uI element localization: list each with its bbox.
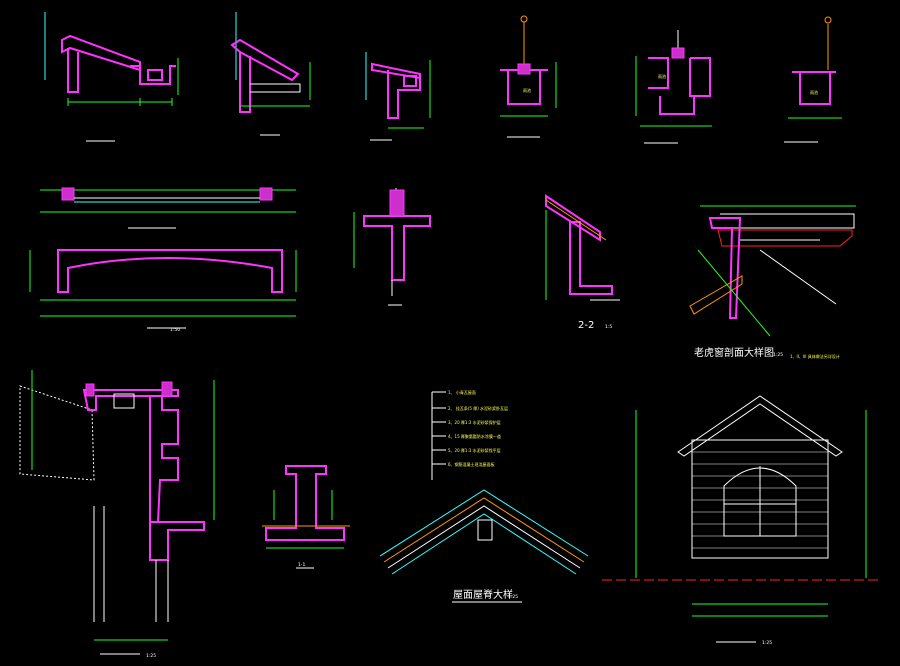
- section-label-1-1: 1-1: [298, 562, 305, 568]
- ridge-note-3: 3、20 厚1:3 水泥砂浆保护层: [448, 419, 501, 425]
- section-label-2-2: 2-2: [578, 320, 594, 331]
- eave-section-2-2: 2-2 1:5: [545, 194, 620, 331]
- ridge-note-5: 5、20 厚1:3 水泥砂浆找平层: [448, 447, 501, 453]
- pool-label-2: 雨池: [658, 73, 666, 79]
- ridge-detail: 1、 小青瓦屋面 2、 挂瓦条(5 厚) 水泥砂浆卧瓦层 3、20 厚1:3 水…: [379, 389, 589, 603]
- scale-label-beam: 1:50: [170, 327, 180, 333]
- gutter-detail-6: 雨池: [784, 16, 842, 143]
- gutter-detail-2: [230, 12, 311, 136]
- gutter-detail-5: 雨池: [635, 30, 712, 144]
- scale-label-elevation: 1:25: [762, 640, 772, 646]
- ridge-note-1: 1、 小青瓦屋面: [448, 389, 476, 395]
- parapet-section-1-1: 1-1: [262, 465, 350, 569]
- scale-label-2-2: 1:5: [605, 324, 612, 330]
- ridge-note-2: 2、 挂瓦条(5 厚) 水泥砂浆卧瓦层: [448, 405, 508, 411]
- ridge-note-4: 4、15 厚聚氨酯防水涂膜一道: [448, 433, 501, 439]
- dormer-scale: 1:25: [773, 352, 783, 358]
- dormer-note: 1、II、III 具体做法另详设计: [790, 353, 840, 359]
- gutter-detail-3: [365, 52, 431, 141]
- scale-label-wall: 1:25: [146, 653, 156, 659]
- pool-label-1: 雨池: [523, 87, 531, 93]
- cornice-section-b: [353, 188, 431, 306]
- pool-label-3: 雨池: [810, 89, 818, 95]
- gutter-detail-4: 雨池: [500, 15, 557, 138]
- ridge-scale: 1:25: [508, 594, 518, 600]
- ridge-title: 屋面屋脊大样: [453, 588, 513, 601]
- dormer-elevation: 1:25: [602, 395, 880, 646]
- dormer-title: 老虎窗剖面大样图: [694, 346, 774, 359]
- wall-section: 1:25: [19, 370, 215, 659]
- ridge-note-6: 6、钢筋混凝土现浇屋面板: [448, 461, 495, 467]
- gutter-detail-1: [44, 12, 179, 142]
- dormer-section: 老虎窗剖面大样图 1:25 1、II、III 具体做法另详设计: [689, 205, 856, 359]
- beam-section-plan: 1:50: [29, 187, 297, 333]
